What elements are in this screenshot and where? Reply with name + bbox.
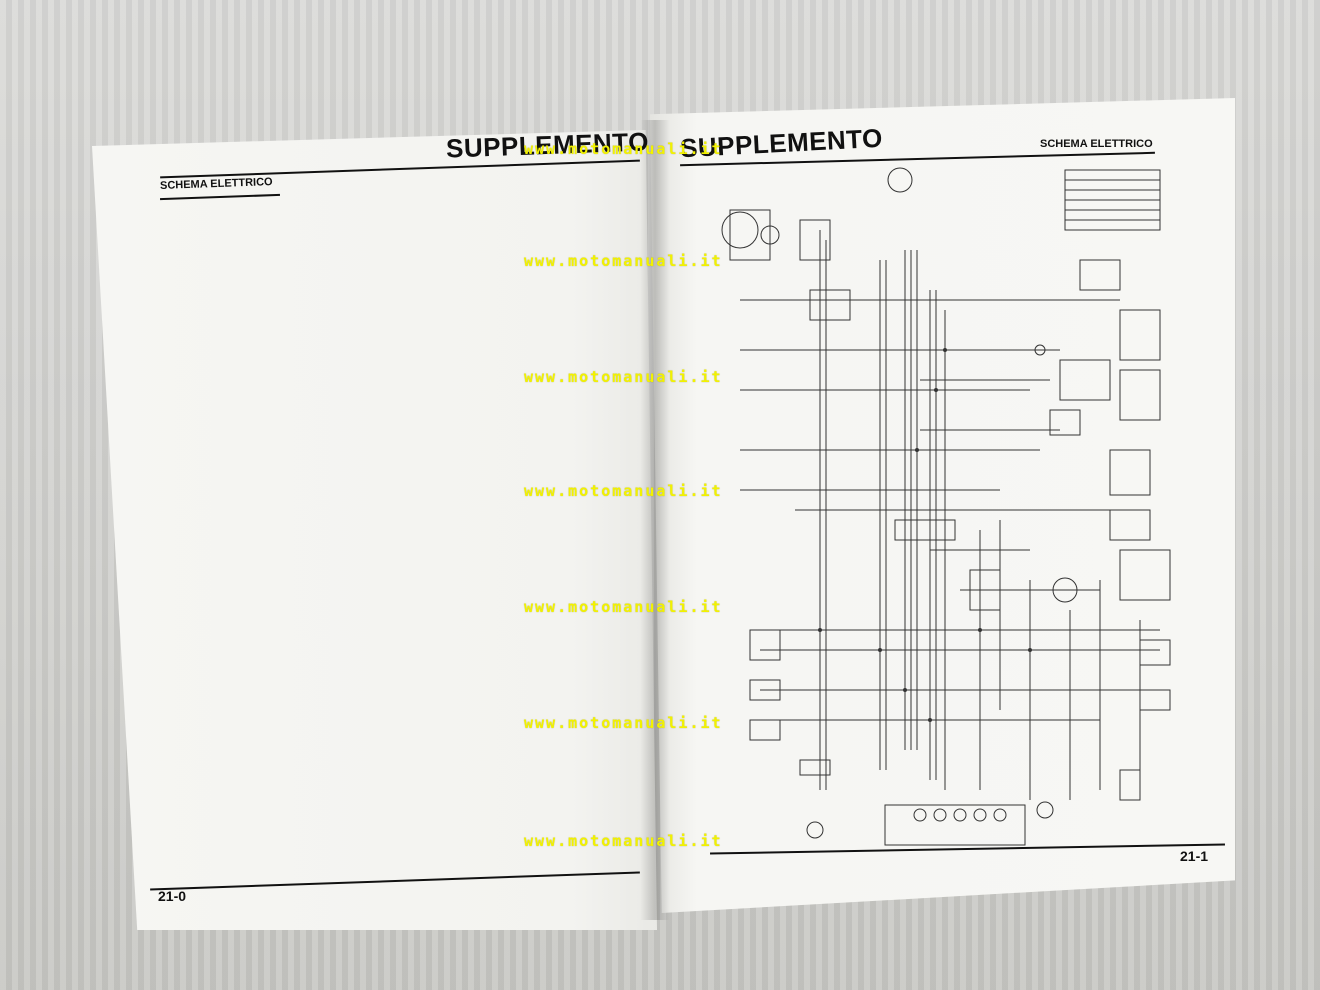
watermark-5: www.motomanuali.it [524, 598, 723, 616]
watermark-4: www.motomanuali.it [524, 482, 723, 500]
wiring-diagram [721, 167, 1171, 846]
watermark-2: www.motomanuali.it [524, 252, 723, 270]
right-page [650, 98, 1235, 913]
left-page-number: 21-0 [158, 888, 187, 904]
right-section-label: SCHEMA ELETTRICO [1040, 138, 1153, 150]
book-spine-shadow [640, 120, 670, 920]
left-page [92, 130, 657, 930]
watermark-7: www.motomanuali.it [524, 832, 723, 850]
watermark-6: www.motomanuali.it [524, 714, 723, 732]
watermark-1: www.motomanuali.it [524, 140, 723, 158]
watermark-3: www.motomanuali.it [524, 368, 723, 386]
right-page-number: 21-1 [1180, 848, 1209, 864]
